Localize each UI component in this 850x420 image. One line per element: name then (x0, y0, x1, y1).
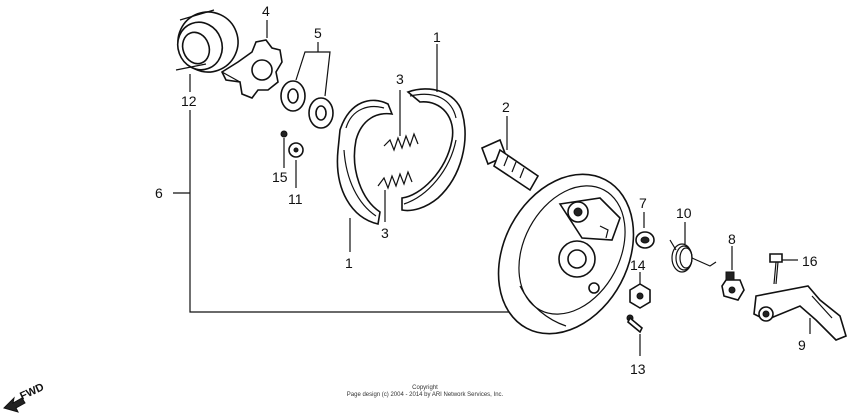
callout-5: 5 (314, 25, 322, 41)
callout-10: 10 (676, 205, 692, 221)
shoe-spring-upper[interactable] (383, 132, 419, 152)
callout-13: 13 (630, 361, 646, 377)
callout-14: 14 (630, 257, 646, 273)
brake-shoe-rear[interactable] (401, 88, 466, 212)
brake-panel[interactable] (472, 151, 660, 358)
pin-and-washer[interactable] (280, 130, 304, 168)
callout-8: 8 (728, 231, 736, 247)
callout-11: 11 (288, 191, 303, 207)
shoe-spring-lower[interactable] (377, 170, 413, 190)
bolt-16[interactable] (769, 253, 783, 285)
callout-15: 15 (272, 169, 288, 185)
callout-12: 12 (181, 93, 197, 109)
wear-indicator[interactable] (721, 271, 745, 301)
callout-16: 16 (802, 253, 818, 269)
gear-retainer[interactable] (220, 39, 283, 99)
copyright-title: Copyright (412, 385, 438, 391)
callout-4: 4 (262, 3, 270, 19)
nut-14[interactable] (629, 283, 651, 309)
callout-7: 7 (639, 195, 647, 211)
fwd-label: FWD (18, 381, 46, 402)
fwd-arrow-icon (3, 396, 26, 413)
callout-1-bottom: 1 (345, 255, 353, 271)
callout-1-top: 1 (433, 29, 441, 45)
callout-3-top: 3 (396, 71, 404, 87)
oil-seal[interactable] (170, 4, 247, 81)
brake-shoe-front[interactable] (336, 99, 394, 225)
return-spring[interactable] (669, 239, 717, 273)
seal-7[interactable] (635, 231, 655, 249)
brake-cam[interactable] (480, 138, 540, 192)
callout-6: 6 (155, 185, 163, 201)
callout-2: 2 (502, 99, 510, 115)
bracket-line-6 (189, 110, 520, 313)
callout-9: 9 (798, 337, 806, 353)
bolt-13[interactable] (626, 314, 643, 334)
washers[interactable] (280, 80, 334, 129)
brake-arm[interactable] (753, 285, 847, 341)
callout-3-bottom: 3 (381, 225, 389, 241)
copyright-text: Page design (c) 2004 - 2014 by ARI Netwo… (347, 392, 504, 398)
